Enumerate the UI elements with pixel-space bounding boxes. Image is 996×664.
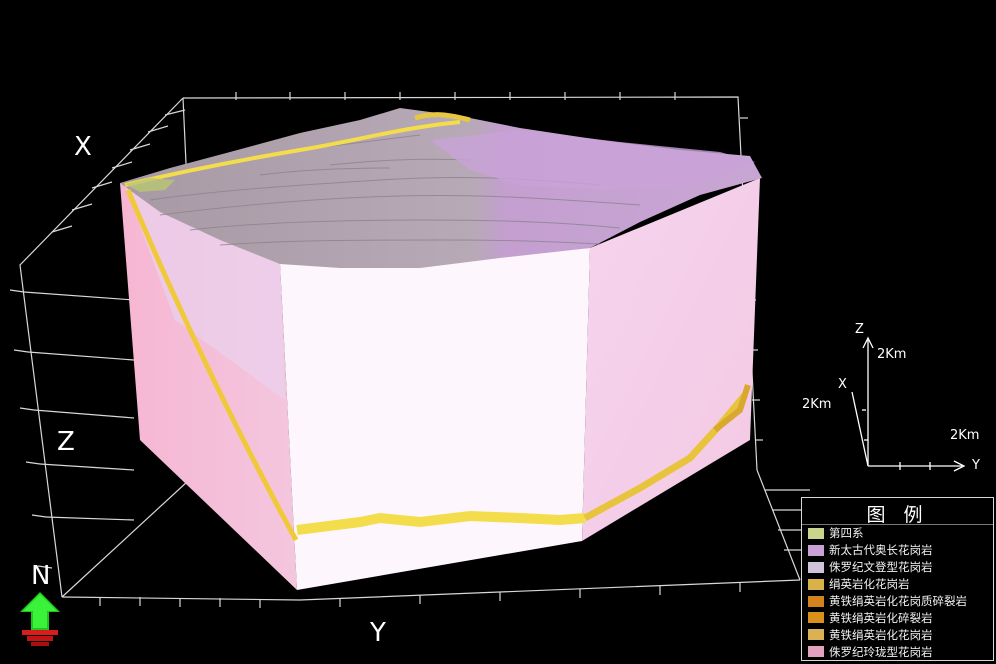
legend-label: 新太古代奥长花岗岩 <box>829 543 933 558</box>
legend-label: 黄铁绢英岩化花岗岩 <box>829 627 933 642</box>
block-front-face <box>280 248 590 590</box>
legend-label: 第四系 <box>829 526 864 541</box>
z-axis-label: Z <box>57 427 75 457</box>
legend-title: 图 例 <box>802 498 993 526</box>
ore-zone-front-face <box>296 510 586 535</box>
scale-y-length: 2Km <box>950 428 980 443</box>
block-left-face-upper <box>125 186 285 400</box>
legend-label: 绢英岩化花岗岩 <box>829 577 910 592</box>
legend-swatch <box>808 646 824 658</box>
ore-zone-left-face <box>125 189 299 542</box>
legend-swatch <box>808 595 824 607</box>
legend-swatch <box>808 544 824 556</box>
legend-item: 黄铁绢英岩化碎裂岩 <box>802 609 993 626</box>
scale-z-letter: Z <box>855 322 864 337</box>
quaternary-patch <box>125 178 175 192</box>
ore-zone-right-outcrop <box>713 384 751 433</box>
legend-swatch <box>808 612 824 624</box>
scale-y-letter: Y <box>972 458 980 473</box>
ore-zone-right-face <box>583 392 748 522</box>
terrain-purple-zone <box>430 130 755 190</box>
legend-item: 绢英岩化花岗岩 <box>802 576 993 593</box>
legend-item: 新太古代奥长花岗岩 <box>802 542 993 559</box>
legend-label: 侏罗纪玲珑型花岗岩 <box>829 644 933 659</box>
ore-zone-peak <box>414 112 471 123</box>
scale-z-length: 2Km <box>877 347 907 362</box>
scale-x-letter: X <box>838 377 847 392</box>
legend-label: 黄铁绢英岩化碎裂岩 <box>829 610 933 625</box>
legend-item: 第四系 <box>802 525 993 542</box>
north-arrow-icon <box>20 592 60 646</box>
scale-bar-axes <box>851 336 966 472</box>
legend-label: 侏罗纪文登型花岗岩 <box>829 560 933 575</box>
x-axis-label: X <box>74 132 92 162</box>
legend-item: 侏罗纪文登型花岗岩 <box>802 559 993 576</box>
legend-label: 黄铁绢英岩化花岗质碎裂岩 <box>829 594 967 608</box>
legend-item: 黄铁绢英岩化花岗岩 <box>802 626 993 643</box>
legend-swatch <box>808 527 824 539</box>
legend-item: 侏罗纪玲珑型花岗岩 <box>802 643 993 660</box>
legend-swatch <box>808 561 824 573</box>
north-label: N <box>31 561 51 591</box>
legend-swatch <box>808 578 824 590</box>
legend-swatch <box>808 629 824 641</box>
scale-x-length: 2Km <box>802 397 832 412</box>
ore-zone-surface-trace <box>124 120 461 187</box>
y-axis-label: Y <box>370 618 386 648</box>
block-right-face <box>582 178 760 541</box>
legend-item: 黄铁绢英岩化花岗质碎裂岩 <box>802 593 993 610</box>
legend-panel: 图 例 第四系新太古代奥长花岗岩侏罗纪文登型花岗岩绢英岩化花岗岩黄铁绢英岩化花岗… <box>801 497 994 661</box>
